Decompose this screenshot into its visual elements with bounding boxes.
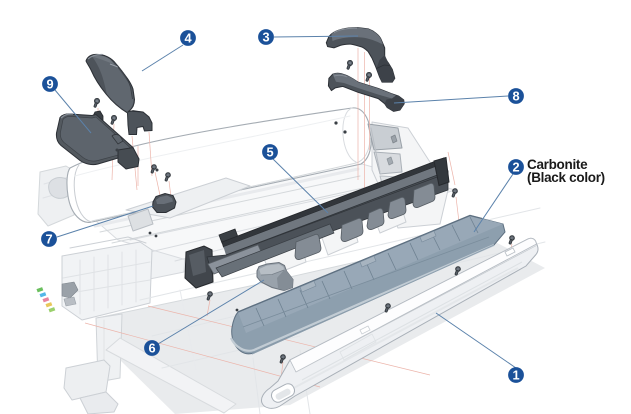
svg-text:Carbonite: Carbonite <box>527 157 588 172</box>
svg-text:1: 1 <box>512 368 519 383</box>
svg-text:3: 3 <box>262 30 269 45</box>
svg-text:9: 9 <box>46 77 53 92</box>
svg-text:5: 5 <box>266 145 273 160</box>
svg-text:4: 4 <box>184 31 192 46</box>
svg-text:7: 7 <box>45 232 52 247</box>
svg-text:6: 6 <box>148 341 155 356</box>
svg-text:(Black color): (Black color) <box>527 170 605 185</box>
svg-text:8: 8 <box>512 89 519 104</box>
svg-text:2: 2 <box>512 160 519 175</box>
